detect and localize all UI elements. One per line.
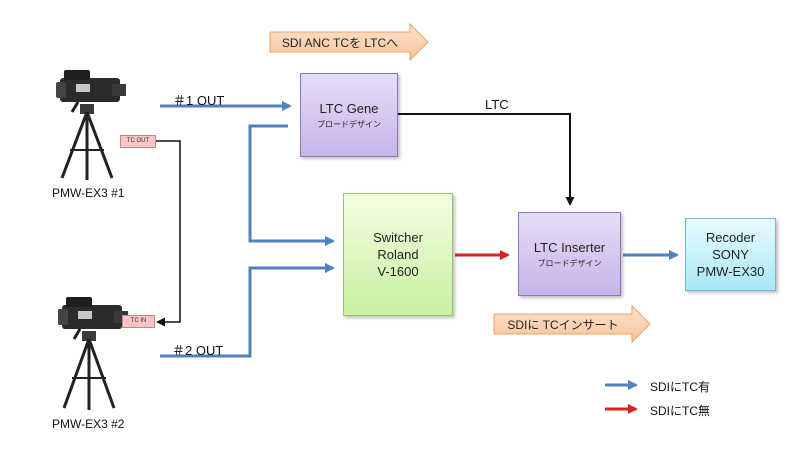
- edge-out2-to-switcher: [160, 263, 335, 358]
- banner-arrow-top: [269, 22, 429, 62]
- node-switcher: Switcher Roland V-1600: [343, 193, 453, 316]
- node-ltc-inserter-sub: ブロードデザイン: [537, 259, 602, 268]
- node-ltc-inserter-title: LTC Inserter: [533, 240, 606, 255]
- node-recorder-line1: Recoder: [705, 230, 756, 245]
- tc-in-tag: TC IN: [122, 315, 155, 328]
- banner-arrow-bottom: [493, 304, 651, 344]
- node-ltc-gene-sub: ブロードデザイン: [317, 120, 381, 129]
- node-ltc-inserter: LTC Inserter ブロードデザイン: [518, 212, 621, 296]
- edge-label-ltc: LTC: [485, 97, 509, 112]
- node-switcher-line2: Roland: [377, 247, 419, 262]
- node-switcher-line1: Switcher: [373, 230, 423, 245]
- node-switcher-line3: V-1600: [377, 264, 419, 279]
- node-recorder: Recoder SONY PMW-EX30: [685, 218, 776, 291]
- camera-2-icon: [58, 297, 128, 410]
- camera-1-icon: [56, 70, 126, 180]
- edge-ltcgene-branch-to-switcher: [248, 124, 335, 246]
- legend-with-tc-label: SDIにTC有: [650, 380, 711, 394]
- node-ltc-gene-title: LTC Gene: [319, 101, 379, 116]
- node-recorder-line2: SONY: [712, 247, 749, 262]
- edge-ltc-signal: [398, 113, 575, 206]
- camera-1-name: PMW-EX3 #1: [52, 186, 125, 200]
- camera-2-name: PMW-EX3 #2: [52, 417, 125, 431]
- node-recorder-line3: PMW-EX30: [696, 264, 765, 279]
- edge-label-out1: ＃1 OUT: [173, 93, 225, 108]
- node-ltc-gene: LTC Gene ブロードデザイン: [300, 73, 398, 157]
- tc-out-tag: TC OUT: [120, 135, 156, 148]
- banner-top-label: SDI ANC TCを LTCへ: [281, 35, 399, 50]
- tc-link-line: [156, 140, 181, 327]
- banner-bottom-label: SDIに TCインサート: [507, 317, 619, 332]
- edge-label-out2: ＃2 OUT: [172, 343, 224, 358]
- legend-without-tc-label: SDIにTC無: [650, 404, 711, 418]
